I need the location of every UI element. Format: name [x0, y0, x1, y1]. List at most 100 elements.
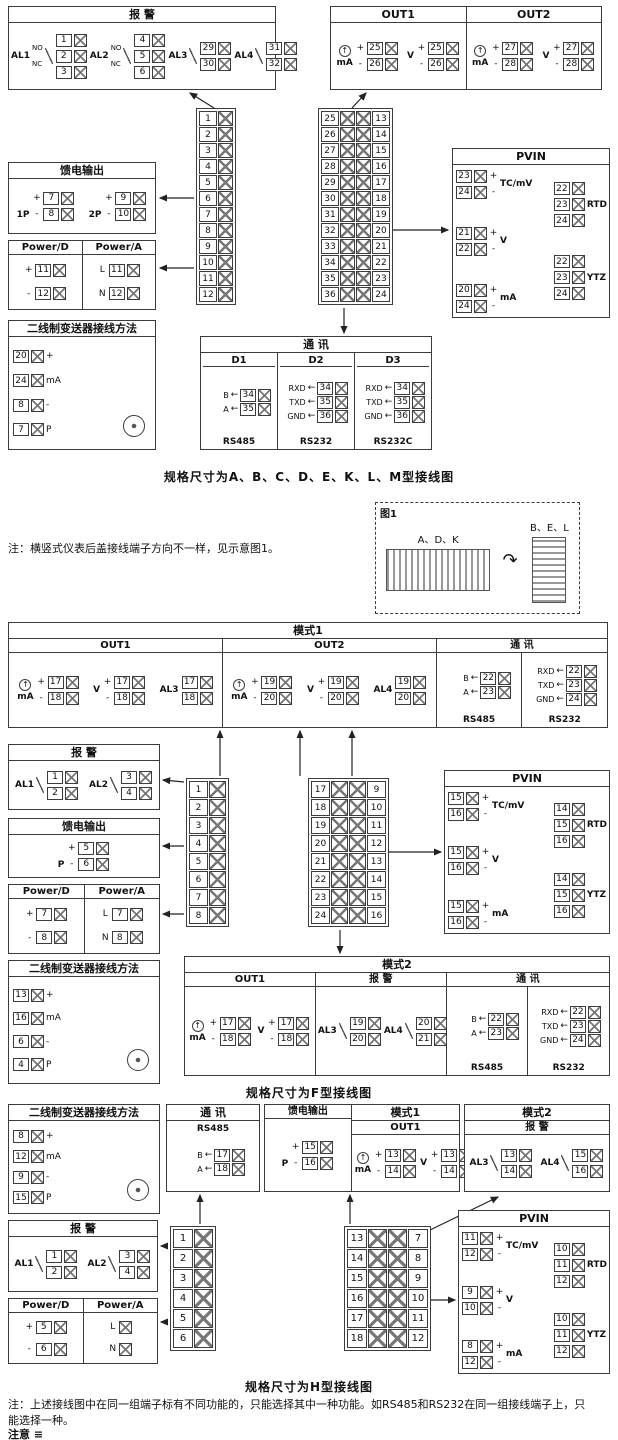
terminal-screw-icon: [54, 907, 68, 921]
terminal-column: +17-18: [208, 1015, 252, 1047]
polarity-label: +: [374, 1150, 383, 1160]
relay-contact-icon: [490, 1155, 499, 1171]
terminal-number: 23: [311, 889, 330, 906]
terminal-row: 23: [553, 270, 586, 286]
terminal-row: 9-: [12, 1169, 156, 1185]
current-source-icon: [233, 678, 246, 691]
comm-rows: RXD22TXD23GND24: [532, 655, 597, 715]
polarity-label: -: [432, 1166, 437, 1176]
terminal-row: +7: [31, 190, 75, 206]
signal-label-col: mA: [231, 678, 247, 702]
terminal-number: 5: [199, 175, 217, 190]
terminal-screw-icon: [587, 1019, 601, 1033]
terminal-row: -10: [103, 206, 147, 222]
comm-column: RXD22TXD23GND24RS232: [527, 987, 609, 1075]
signal-name: RXD: [537, 666, 555, 676]
terminal-screw-icon: [73, 49, 87, 63]
out-subgroup: V+17-18: [257, 1015, 310, 1047]
alarm-label: AL4: [383, 1026, 403, 1036]
terminal-number: 2: [189, 799, 208, 816]
terminal-screw-icon: [356, 111, 371, 126]
terminal-number: 26: [427, 57, 444, 71]
terminal-number: 27: [563, 41, 580, 55]
comm-rows: RXD34TXD35GND36: [361, 367, 426, 437]
terminal-number: 16: [302, 1156, 319, 1170]
terminal-number: 7: [43, 191, 60, 205]
signal-label-col: V: [93, 685, 100, 695]
strip-row: 2: [189, 799, 226, 816]
terminal-number: 9: [199, 239, 217, 254]
signal-type-label: mA: [336, 57, 353, 68]
terminal-number: 24: [553, 287, 570, 300]
terminal-column: +17-18: [36, 674, 80, 706]
terminal-row: -6: [24, 1341, 68, 1357]
terminal-row: 6: [133, 64, 166, 80]
terminal-row: +27: [490, 40, 534, 56]
terminal-screw-icon: [31, 1035, 44, 1049]
terminal-number: 21: [311, 853, 330, 870]
wire-arrow-icon: [231, 391, 239, 400]
terminal-screw-icon: [129, 931, 143, 945]
terminal-screw-icon: [349, 817, 366, 834]
terminal-screw-icon: [65, 675, 79, 689]
wire-arrow-icon: [560, 1036, 568, 1045]
terminal-column: 20+24-: [455, 282, 499, 314]
out-groups: mA+25-26V+25-26: [331, 23, 466, 89]
terminal-screw-icon: [587, 1033, 601, 1047]
polarity-label: -: [28, 932, 32, 943]
signal-label-col: AL3: [160, 685, 179, 695]
terminal-row: 13: [500, 1147, 533, 1163]
terminal-screw-icon: [345, 675, 359, 689]
terminal-number: 8: [408, 1249, 428, 1268]
transmitter-icon: [127, 1179, 149, 1201]
terminal-screw-icon: [388, 1309, 407, 1328]
terminal-row: -28: [551, 56, 595, 72]
terminal-screw-icon: [129, 907, 143, 921]
comm-channel-label: D1: [203, 355, 275, 367]
terminal-column: +27-28: [490, 40, 534, 72]
terminal-screw-icon: [209, 907, 226, 924]
terminal-screw-icon: [31, 1191, 44, 1205]
pvin-input-group: 21+22-V: [455, 225, 551, 257]
terminal-number: 23: [456, 169, 472, 183]
comm-rows: B22A23: [447, 655, 512, 715]
wire-arrow-icon: [479, 1029, 487, 1038]
terminal-row: 5: [133, 48, 166, 64]
alarm-label: AL4: [234, 51, 254, 61]
terminal-number: 22: [372, 255, 390, 270]
signal-type-label: mA: [472, 57, 489, 68]
terminal-screw-icon: [349, 889, 366, 906]
sensor-type-label: RTD: [586, 820, 607, 830]
terminal-row: 20: [349, 1031, 382, 1047]
terminal-number: 20: [261, 691, 278, 705]
comm-signal-row: GND36: [361, 409, 426, 423]
wire-label: mA: [46, 1013, 61, 1024]
terminal-screw-icon: [345, 691, 359, 705]
feed-groups: P+15-16: [265, 1119, 351, 1191]
terminal-row: -18: [208, 1031, 252, 1047]
terminal-number: 3: [199, 143, 217, 158]
terminal-number: 13: [13, 988, 29, 1002]
terminal-screw-icon: [218, 111, 233, 126]
note-caution: 注意 ≡: [8, 1428, 44, 1440]
terminal-column: +15-16: [290, 1139, 334, 1171]
input-type-label: mA: [506, 1349, 523, 1359]
input-type-label: TC/mV: [506, 1241, 539, 1251]
polarity-label: +: [417, 43, 426, 53]
pvin-input-group: 15+16-mA: [447, 898, 551, 930]
terminal-number: 24: [13, 374, 29, 388]
terminal-column: +25-26: [416, 40, 460, 72]
terminal-number: 28: [321, 159, 339, 174]
terminal-number: 12: [108, 287, 125, 301]
relay-contact-icon: [255, 48, 264, 64]
out-column: OUT2mA+27-28V+27-28: [465, 7, 601, 89]
